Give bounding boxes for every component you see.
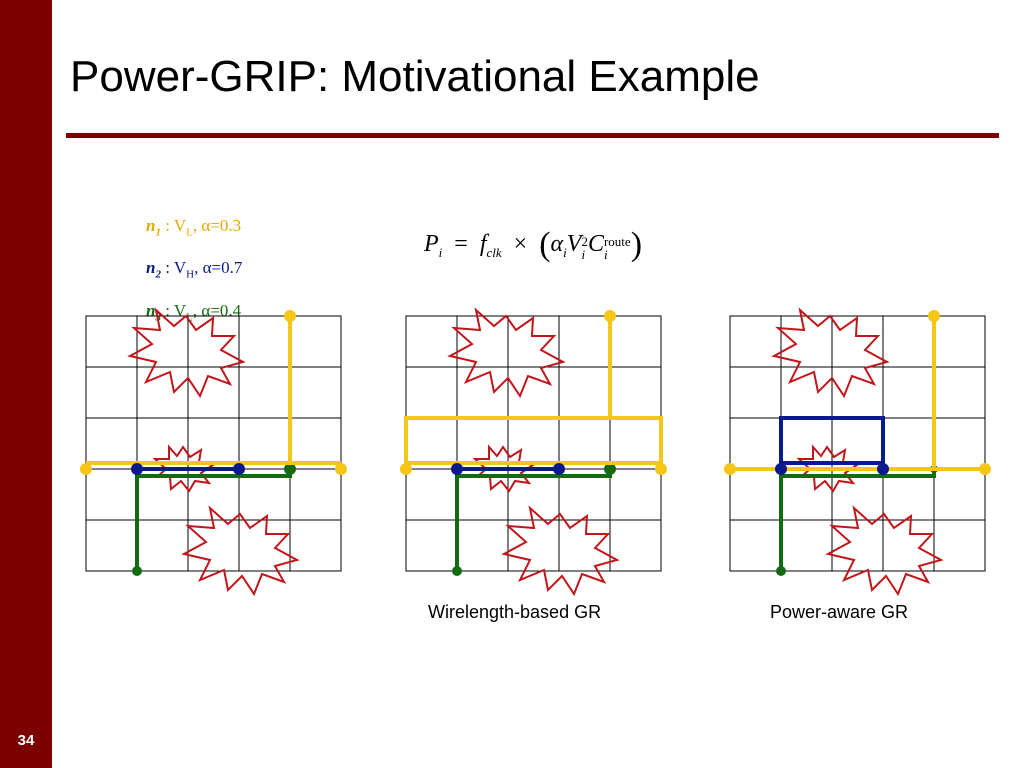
net-n2-route-3 bbox=[775, 416, 889, 475]
net-n2-route-2 bbox=[451, 463, 565, 475]
caption-wirelength: Wirelength-based GR bbox=[428, 602, 602, 622]
legend-n1-net: n1 bbox=[146, 216, 161, 239]
legend-n1: n1 : VL, α=0.3 bbox=[146, 216, 242, 239]
net-n2-route-1 bbox=[131, 463, 245, 475]
blockage-1-top bbox=[129, 309, 244, 397]
grid-panel-3 bbox=[729, 315, 986, 572]
title-divider bbox=[66, 133, 999, 138]
blockage-2-top bbox=[449, 309, 564, 397]
blockage-1-bottom bbox=[183, 507, 298, 595]
slide-title: Power-GRIP: Motivational Example bbox=[70, 52, 760, 101]
legend-n3: n3 : VL, α=0.4 bbox=[146, 300, 242, 324]
sidebar-bar bbox=[0, 0, 52, 768]
legend-n2-net: n2 bbox=[146, 258, 161, 281]
grid-panel-2 bbox=[405, 315, 662, 572]
panel-power-aware bbox=[724, 309, 991, 595]
net-n1-route-1 bbox=[80, 310, 347, 475]
grid-panel-1 bbox=[85, 315, 342, 572]
legend-n2: n2 : VH, α=0.7 bbox=[146, 258, 243, 281]
blockage-3-top bbox=[773, 309, 888, 397]
slide-number: 34 bbox=[17, 732, 35, 749]
panel-initial bbox=[80, 309, 347, 595]
blockage-2-bottom bbox=[503, 507, 618, 595]
net-n1-route-2 bbox=[400, 310, 667, 475]
net-n3-route-2 bbox=[452, 463, 616, 576]
net-legend: n1 : VL, α=0.3 n2 : VH, α=0.7 n3 : VL, α… bbox=[146, 208, 242, 335]
caption-power-aware: Power-aware GR bbox=[770, 602, 909, 622]
panel-wirelength bbox=[400, 309, 667, 595]
blockage-3-bottom bbox=[827, 507, 942, 595]
net-n3-route-1 bbox=[132, 463, 296, 576]
net-n1-route-3 bbox=[724, 310, 991, 475]
